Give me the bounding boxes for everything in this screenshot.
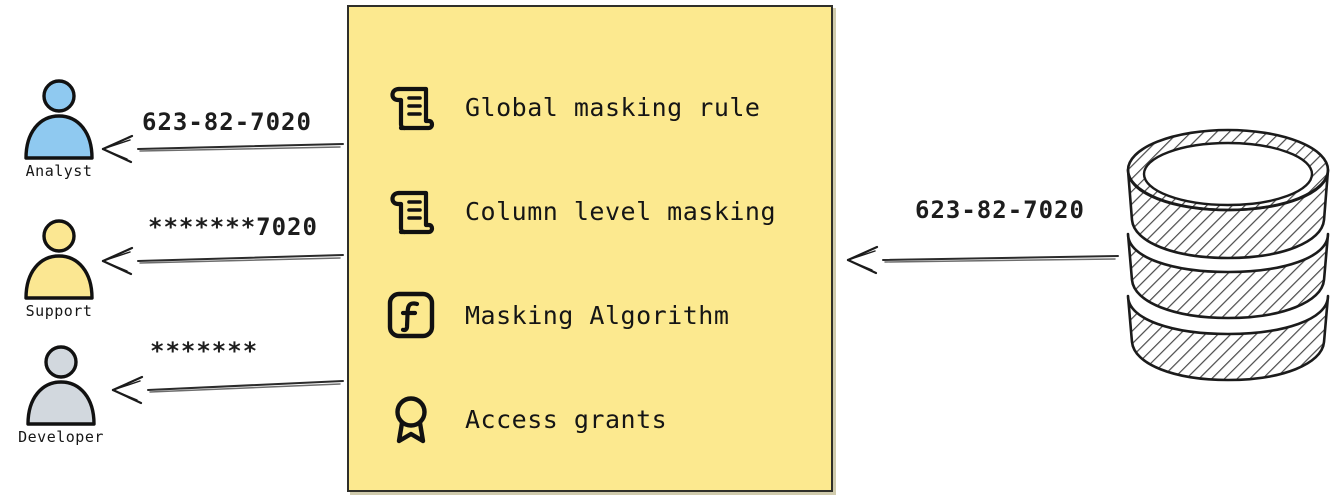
policy-item-label: Column level masking [465, 196, 777, 226]
scroll-icon [385, 185, 437, 237]
policy-item-list: Global masking rule Column level masking [385, 55, 813, 471]
policy-item-label: Global masking rule [465, 92, 761, 122]
person-icon [24, 219, 94, 300]
policy-item-global-masking-rule[interactable]: Global masking rule [385, 55, 813, 159]
scroll-icon [385, 81, 437, 133]
person-icon [26, 345, 96, 426]
persona-label: Analyst [25, 162, 93, 180]
arrow-panel-to-support [101, 246, 344, 276]
persona-label: Developer [18, 428, 104, 446]
policy-item-access-grants[interactable]: Access grants [385, 367, 813, 471]
developer-value-label: ******* [150, 337, 259, 365]
policy-item-label: Access grants [465, 404, 668, 434]
policy-item-masking-algorithm[interactable]: Masking Algorithm [385, 263, 813, 367]
arrow-panel-to-developer [111, 375, 344, 405]
source-value-label: 623-82-7020 [915, 196, 1085, 224]
persona-support[interactable]: Support [4, 218, 114, 320]
persona-developer[interactable]: Developer [6, 344, 116, 446]
persona-analyst[interactable]: Analyst [4, 78, 114, 180]
policy-panel: Global masking rule Column level masking [347, 5, 833, 492]
support-value-label: *******7020 [148, 213, 318, 241]
arrow-database-to-panel [846, 245, 1119, 275]
persona-label: Support [25, 302, 93, 320]
policy-item-column-level-masking[interactable]: Column level masking [385, 159, 813, 263]
function-box-icon [385, 289, 437, 341]
policy-item-label: Masking Algorithm [465, 300, 730, 330]
award-ribbon-icon [385, 393, 437, 445]
analyst-value-label: 623-82-7020 [142, 108, 312, 136]
person-icon [24, 79, 94, 160]
arrow-panel-to-analyst [101, 134, 344, 164]
database-cylinder-icon [1122, 124, 1334, 392]
